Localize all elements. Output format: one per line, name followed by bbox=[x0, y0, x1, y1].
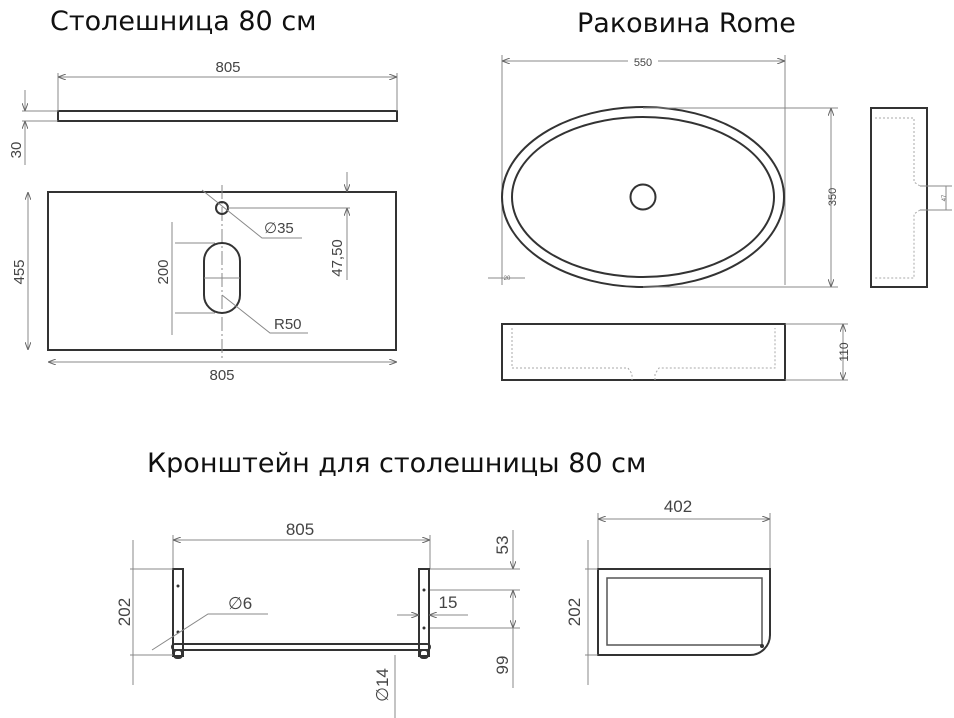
bracket-bottom-offset-label: 99 bbox=[493, 656, 512, 675]
sink-depth-label: 350 bbox=[827, 188, 839, 206]
sink-section: Раковина Rome 550 350 20 47 110 bbox=[488, 8, 952, 381]
countertop-width-bottom-label: 805 bbox=[209, 367, 234, 384]
bracket-section: Кронштейн для столешницы 80 см 805 202 ∅… bbox=[115, 448, 771, 718]
sink-title: Раковина Rome bbox=[577, 8, 796, 39]
bracket-left-post bbox=[172, 568, 184, 657]
sink-height-label: 110 bbox=[837, 342, 851, 361]
bracket-height-front-label: 202 bbox=[115, 598, 134, 626]
countertop-depth-label: 455 bbox=[11, 259, 28, 284]
countertop-section: Столешница 80 см 805 30 200 ∅35 47,50 R5… bbox=[8, 6, 398, 384]
bracket-side-depth-label: 402 bbox=[664, 497, 692, 516]
bracket-hole-diameter-label: ∅6 bbox=[228, 594, 252, 613]
hole-offset-label: 47,50 bbox=[329, 239, 346, 277]
sink-drain bbox=[629, 183, 657, 211]
sink-bowl bbox=[511, 116, 775, 278]
leader-line bbox=[201, 189, 302, 239]
sink-rim-label: 20 bbox=[504, 276, 511, 282]
sink-front-view bbox=[501, 323, 786, 381]
bracket-post-width-label: 15 bbox=[439, 593, 458, 612]
countertop-width-top-label: 805 bbox=[215, 59, 240, 76]
bracket-height-side-label: 202 bbox=[565, 598, 584, 626]
countertop-thickness-label: 30 bbox=[8, 142, 25, 159]
bracket-right-post bbox=[418, 568, 430, 657]
countertop-side-view bbox=[57, 110, 398, 122]
bracket-title: Кронштейн для столешницы 80 см bbox=[147, 448, 646, 479]
bracket-side-view bbox=[597, 568, 771, 656]
slot-radius-label: R50 bbox=[274, 316, 302, 333]
bracket-top-offset-label: 53 bbox=[493, 536, 512, 555]
hole-diameter-label: ∅35 bbox=[264, 220, 294, 237]
slot-length-label: 200 bbox=[155, 259, 172, 284]
sink-width-label: 550 bbox=[634, 57, 652, 69]
sink-drain-label: 47 bbox=[942, 194, 948, 201]
sink-outer-rim bbox=[501, 106, 785, 288]
bracket-bar bbox=[171, 643, 431, 651]
bracket-bar-diameter-label: ∅14 bbox=[373, 668, 392, 702]
bracket-width-label: 805 bbox=[286, 520, 314, 539]
countertop-title: Столешница 80 см bbox=[50, 6, 317, 37]
sink-side-view bbox=[870, 107, 928, 288]
